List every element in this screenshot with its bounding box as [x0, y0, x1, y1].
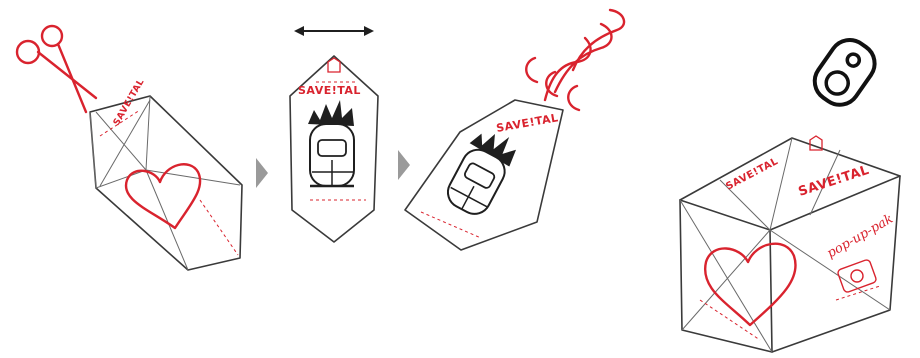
- step-inflate-illustration: SAVE!TAL: [405, 0, 645, 300]
- tilted-package: SAVE!TAL: [405, 100, 563, 250]
- tag-icon: [807, 32, 883, 112]
- step-hang-illustration: SAVE!TAL SAVE!TAL pop-up-pak: [660, 0, 920, 358]
- scissors-icon: [17, 26, 96, 112]
- double-arrow-icon: [294, 26, 374, 36]
- heart-icon: [126, 164, 200, 228]
- character-icon: [308, 100, 354, 186]
- step-cut: SAVE!TAL: [0, 0, 260, 300]
- step-inflate: SAVE!TAL: [405, 0, 645, 300]
- step-flatten-illustration: SAVE!TAL: [270, 0, 400, 300]
- step-hang: SAVE!TAL SAVE!TAL pop-up-pak: [660, 0, 920, 358]
- brand-label-cube: SAVE!TAL: [797, 163, 872, 200]
- brand-label: SAVE!TAL: [298, 84, 361, 97]
- heart-icon-cube: [705, 244, 795, 325]
- step-cut-illustration: SAVE!TAL: [0, 0, 260, 300]
- step-flatten: SAVE!TAL: [270, 0, 400, 300]
- inflated-cube: SAVE!TAL SAVE!TAL pop-up-pak: [680, 136, 900, 352]
- hex-package: SAVE!TAL: [290, 56, 378, 242]
- script-text: pop-up-pak: [825, 211, 897, 261]
- wind-icon: [526, 10, 624, 110]
- character-icon-tilted: [441, 122, 522, 220]
- step-arrow-1: [252, 158, 272, 188]
- flat-box: SAVE!TAL: [90, 77, 242, 270]
- brand-label-cube-top: SAVE!TAL: [724, 156, 780, 193]
- brand-label-tilted: SAVE!TAL: [495, 111, 559, 135]
- brand-label-small: SAVE!TAL: [112, 77, 147, 127]
